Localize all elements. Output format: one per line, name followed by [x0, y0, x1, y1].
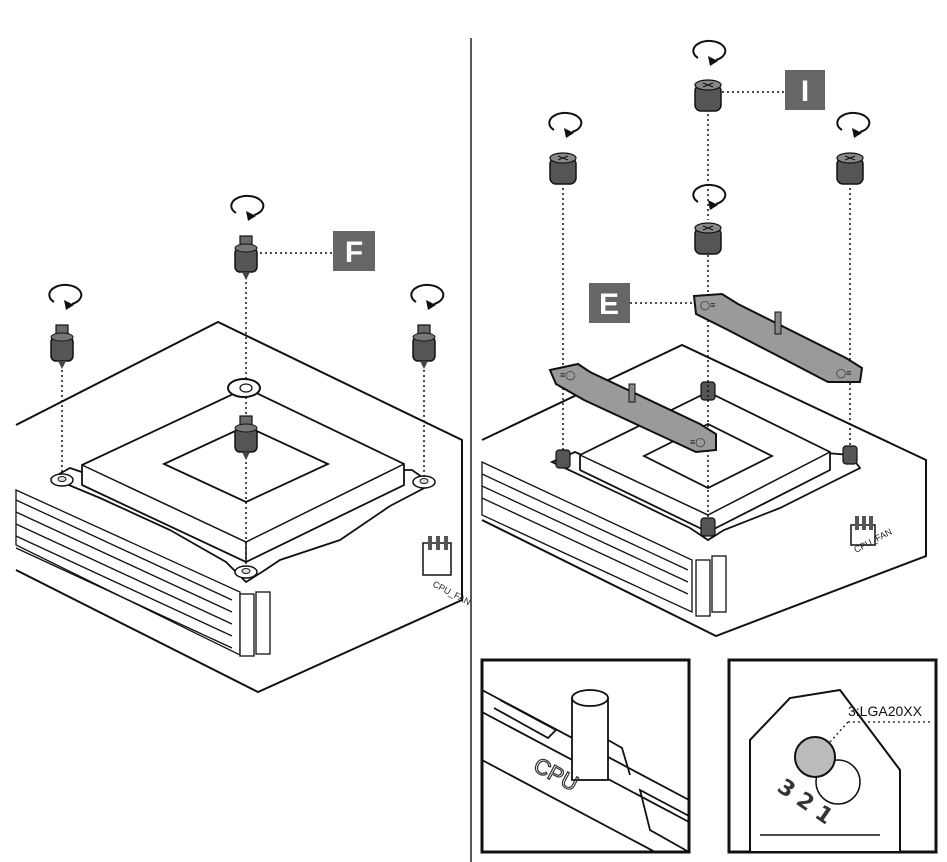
ram-slots-left [15, 488, 271, 657]
callout-f-label: F [345, 236, 363, 269]
mounting-bracket-upper: ◯≡ ◯≡ [692, 292, 864, 383]
svg-text:≡◯: ≡◯ [560, 370, 575, 381]
rotate-arrow-icon [692, 39, 727, 67]
left-panel: F CPU_FAN [15, 194, 472, 694]
rotate-arrow-icon [48, 283, 83, 311]
svg-text:◯≡: ◯≡ [700, 300, 715, 311]
nut-icon [694, 222, 722, 255]
socket-type-label: 3:LGA20XX [848, 703, 923, 719]
detail-inset-right: 3:LGA20XX 3 2 1 [727, 658, 938, 854]
mounting-bracket-lower: ≡◯ ≡◯ [548, 362, 717, 454]
rotate-arrow-icon [410, 283, 445, 311]
svg-text:◯≡: ◯≡ [836, 368, 851, 379]
rotate-arrow-icon [692, 183, 727, 211]
washer-icon [234, 565, 258, 579]
rotate-arrow-icon [836, 111, 871, 139]
washer-icon [50, 473, 74, 487]
svg-text:≡◯: ≡◯ [690, 437, 705, 448]
rotate-arrow-icon [548, 111, 583, 139]
nut-icon [836, 152, 864, 185]
rotate-arrow-icon [230, 194, 265, 222]
callout-i: I [785, 70, 825, 110]
callout-e: E [589, 283, 630, 323]
callout-e-label: E [599, 288, 619, 321]
callout-i-label: I [801, 75, 809, 108]
center-screw-icon [227, 378, 261, 398]
nut-icon [694, 79, 722, 112]
detail-inset-left: CPU [480, 658, 691, 854]
nut-icon [549, 152, 577, 185]
right-panel: ≡◯ ≡◯ ◯≡ ◯≡ I E [481, 39, 927, 638]
washer-icon [412, 475, 436, 489]
callout-f: F [333, 231, 375, 271]
standoff-icon [412, 324, 436, 370]
standoff-icon [50, 324, 74, 370]
standoff-icon [234, 235, 258, 281]
ram-slots-right [481, 460, 727, 617]
